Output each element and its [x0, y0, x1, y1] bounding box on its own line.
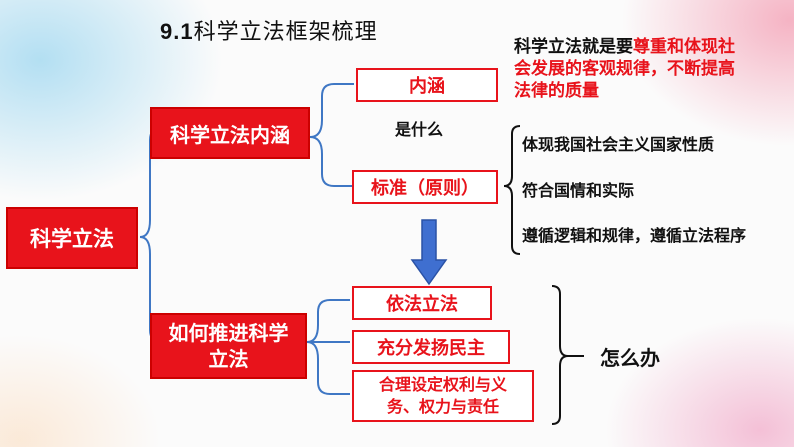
branch-meaning-node: 科学立法内涵 [150, 107, 310, 159]
definition-note: 科学立法就是要尊重和体现社 会发展的客观规律，不断提高 法律的质量 [514, 36, 794, 102]
principle-item: 符合国情和实际 [522, 181, 635, 200]
how-item-3-line2: 务、权力与责任 [386, 397, 499, 416]
connector-how-item1 [306, 299, 350, 343]
title-text: 科学立法框架梳理 [193, 20, 378, 45]
how-item-3-line1: 合理设定权利与义 [378, 375, 507, 394]
note-line1: 科学立法就是要尊重和体现社 [514, 36, 794, 58]
connector-how-item3 [306, 341, 350, 395]
connector-meaning-neihan [309, 83, 354, 138]
what-to-do-label: 怎么办 [600, 346, 660, 370]
note-line3: 法律的质量 [514, 81, 599, 101]
principles-bracket [503, 125, 521, 255]
root-node: 科学立法 [6, 207, 138, 269]
how-bracket [551, 285, 569, 425]
title-number: 9.1 [160, 19, 194, 44]
branch-how-node: 如何推进科学 立法 [150, 313, 307, 379]
shishenme-label: 是什么 [395, 120, 444, 139]
neihan-node: 内涵 [356, 68, 498, 102]
principle-item: 体现我国社会主义国家性质 [522, 135, 715, 154]
principle-item: 遵循逻辑和规律，遵循立法程序 [522, 226, 747, 245]
note-line2: 会发展的客观规律，不断提高 [514, 59, 735, 79]
branch-how-line2: 立法 [208, 347, 249, 371]
branch-how-line1: 如何推进科学 [168, 321, 289, 345]
how-item-1: 依法立法 [352, 286, 492, 320]
how-item-2: 充分发扬民主 [352, 330, 510, 364]
biaozhun-node: 标准（原则） [352, 170, 498, 204]
note-highlight1: 尊重和体现社 [633, 37, 735, 57]
down-arrow-icon [410, 219, 448, 286]
note-prefix: 科学立法就是要 [514, 37, 633, 57]
connector-meaning-biaozhun [309, 136, 354, 187]
page-title: 9.1科学立法框架梳理 [160, 14, 378, 46]
how-item-3: 合理设定权利与义 务、权力与责任 [352, 370, 534, 422]
